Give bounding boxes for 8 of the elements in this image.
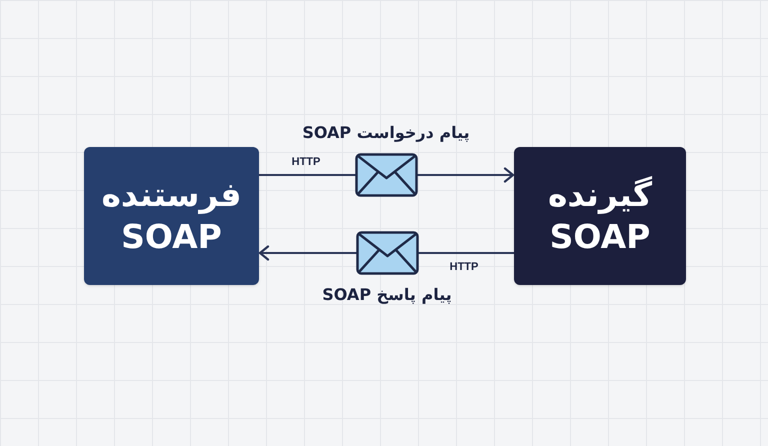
text-label: HTTP	[292, 155, 320, 169]
node-label: گیرنده SOAP	[546, 174, 654, 258]
process-box	[84, 147, 259, 285]
text-label: HTTP	[450, 260, 478, 274]
node-label: فرستنده SOAP	[100, 174, 243, 258]
edge-label: پیام درخواست SOAP	[302, 122, 470, 144]
edge-label: پیام پاسخ SOAP	[322, 284, 452, 306]
process-box	[514, 147, 686, 285]
